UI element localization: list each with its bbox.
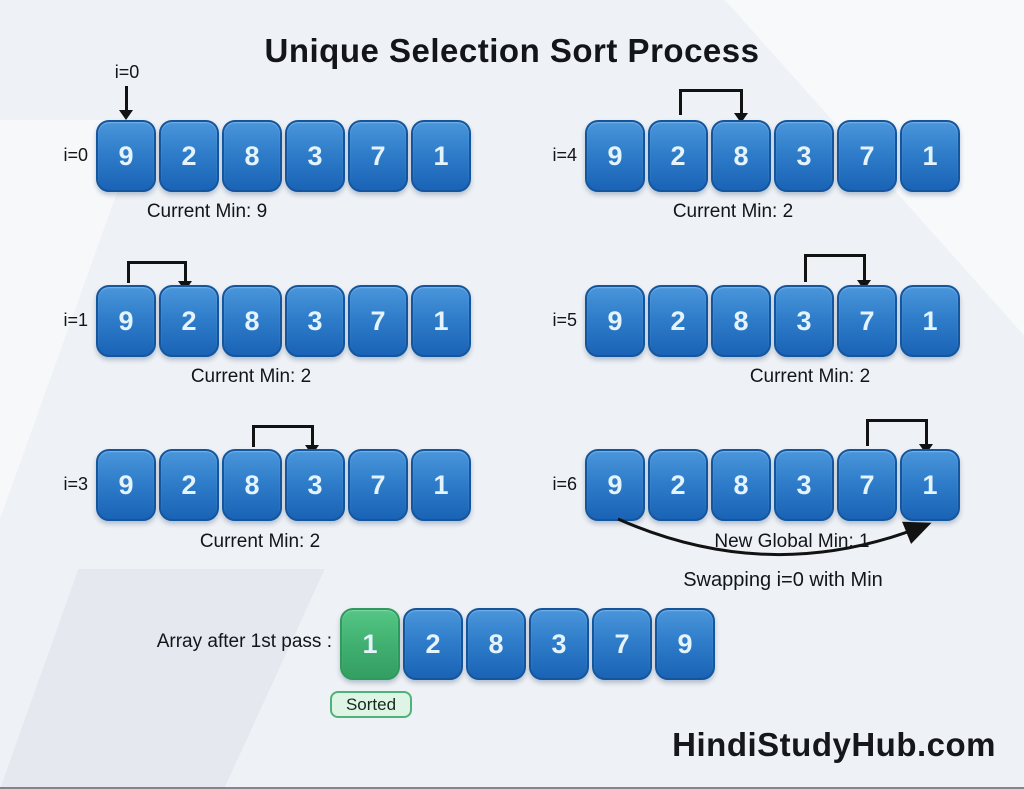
array-cell: 2 [648, 285, 708, 357]
array-cell: 8 [466, 608, 526, 680]
row-label-i4: i=4 [552, 145, 577, 165]
row-label-i1: i=1 [63, 310, 88, 330]
sorted-badge: Sorted [330, 691, 412, 718]
compare-arrow-icon [127, 261, 192, 291]
array-cell: 3 [774, 285, 834, 357]
array-row-result: 1 2 8 3 7 9 [340, 608, 715, 680]
array-cell: 7 [837, 449, 897, 521]
array-cell: 9 [585, 449, 645, 521]
swap-arrow-icon [617, 517, 932, 557]
caption-i4: Current Min: 2 [672, 201, 794, 222]
down-arrow-icon [125, 86, 128, 111]
array-cell: 3 [285, 120, 345, 192]
array-cell: 7 [837, 120, 897, 192]
array-cell: 8 [711, 120, 771, 192]
array-cell: 3 [774, 449, 834, 521]
down-arrow-head-icon [119, 110, 133, 120]
array-cell: 2 [403, 608, 463, 680]
array-row-i0: 9 2 8 3 7 1 [96, 120, 471, 192]
array-cell: 3 [285, 285, 345, 357]
array-row-i6: 9 2 8 3 7 1 [585, 449, 960, 521]
array-cell: 8 [711, 285, 771, 357]
array-cell: 1 [411, 285, 471, 357]
array-cell: 7 [348, 285, 408, 357]
compare-arrow-icon [804, 254, 871, 290]
caption-i3: Current Min: 2 [199, 531, 321, 552]
array-cell: 1 [411, 120, 471, 192]
array-cell: 9 [585, 285, 645, 357]
array-row-i1: 9 2 8 3 7 1 [96, 285, 471, 357]
compare-arrow-icon [866, 419, 933, 454]
pointer-label: i=0 [114, 62, 140, 82]
compare-arrow-icon [679, 89, 748, 123]
array-cell: 1 [411, 449, 471, 521]
array-cell: 9 [96, 120, 156, 192]
page-title: Unique Selection Sort Process [264, 32, 760, 69]
bottom-edge-line [0, 787, 1024, 789]
array-cell: 8 [222, 120, 282, 192]
array-row-i3: 9 2 8 3 7 1 [96, 449, 471, 521]
array-cell: 7 [592, 608, 652, 680]
array-cell: 9 [655, 608, 715, 680]
array-cell: 9 [96, 449, 156, 521]
array-cell: 2 [159, 449, 219, 521]
swap-note: Swapping i=0 with Min [683, 569, 883, 591]
caption-i5: Current Min: 2 [749, 366, 871, 387]
row-label-i6: i=6 [552, 474, 577, 494]
array-cell: 8 [222, 285, 282, 357]
array-row-i5: 9 2 8 3 7 1 [585, 285, 960, 357]
row-label-i5: i=5 [552, 310, 577, 330]
array-cell: 7 [837, 285, 897, 357]
array-cell-sorted: 1 [340, 608, 400, 680]
array-cell: 9 [96, 285, 156, 357]
array-cell: 7 [348, 449, 408, 521]
compare-arrow-icon [252, 425, 319, 455]
row-label-i0: i=0 [63, 145, 88, 165]
array-cell: 3 [529, 608, 589, 680]
array-cell: 9 [585, 120, 645, 192]
array-cell: 1 [900, 285, 960, 357]
array-cell: 2 [159, 120, 219, 192]
array-cell: 7 [348, 120, 408, 192]
array-cell: 1 [900, 120, 960, 192]
caption-i1: Current Min: 2 [190, 366, 312, 387]
caption-i0: Current Min: 9 [146, 201, 268, 222]
array-cell: 3 [774, 120, 834, 192]
array-row-i4: 9 2 8 3 7 1 [585, 120, 960, 192]
array-cell: 8 [711, 449, 771, 521]
array-cell: 2 [648, 449, 708, 521]
array-cell: 1 [900, 449, 960, 521]
array-cell: 3 [285, 449, 345, 521]
array-cell: 2 [159, 285, 219, 357]
watermark: HindiStudyHub.com [672, 726, 996, 763]
array-cell: 2 [648, 120, 708, 192]
caption-i6: New Global Min: 1 [714, 531, 870, 552]
row-label-i3: i=3 [63, 474, 88, 494]
array-cell: 8 [222, 449, 282, 521]
result-label: Array after 1st pass : [156, 631, 332, 652]
